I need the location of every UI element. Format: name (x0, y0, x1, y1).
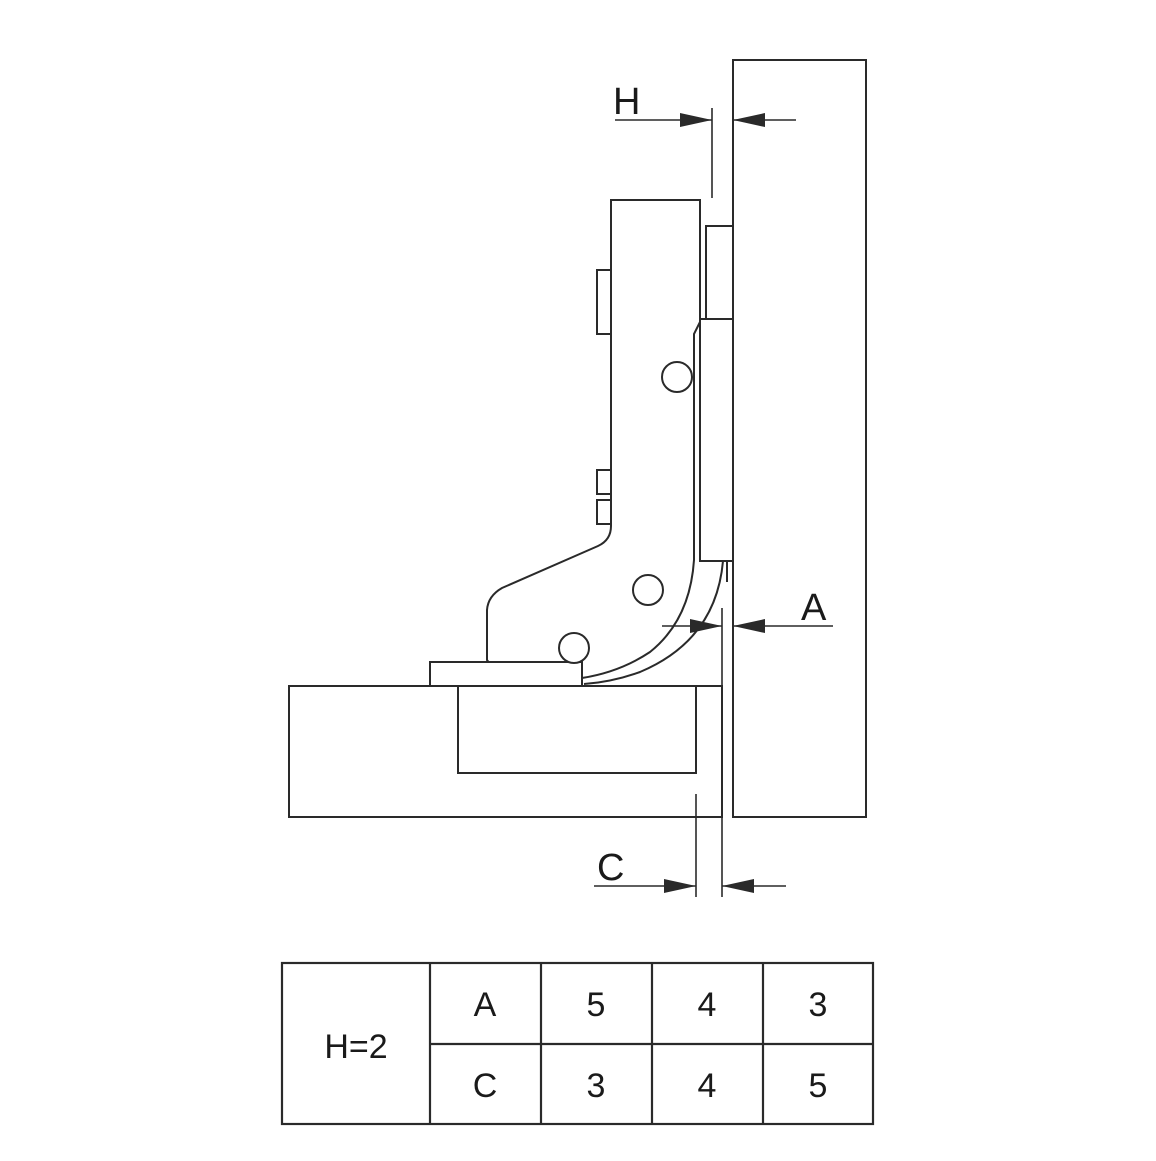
arm-tab-upper (596, 269, 612, 335)
hinge-arm (486, 199, 701, 680)
table-row-a-value-2: 4 (698, 986, 717, 1024)
arm-tab-mid (596, 469, 612, 495)
hinge-cup-recess (457, 686, 697, 774)
c-arrow-left (664, 879, 696, 893)
h-arrow-left (680, 113, 712, 127)
table-row-c-key: C (473, 1067, 498, 1105)
door-panel (288, 685, 723, 818)
table-row-c-value-1: 3 (587, 1067, 606, 1105)
table-row-c-value-2: 4 (698, 1067, 717, 1105)
arm-tab-low (596, 499, 612, 525)
a-arrow-right (733, 619, 765, 633)
mounting-plate-lower (699, 318, 734, 562)
pivot-rivet-upper (661, 361, 693, 393)
mounting-plate-upper (705, 225, 734, 320)
a-arrow-left (690, 619, 722, 633)
c-dimension-label: C (597, 847, 624, 889)
table-condition-cell: H=2 (324, 1028, 387, 1066)
c-arrow-right (722, 879, 754, 893)
table-row-a-value-1: 5 (587, 986, 606, 1024)
h-arrow-right (733, 113, 765, 127)
hinge-knuckle-curve (583, 560, 724, 685)
h-dimension-label: H (613, 81, 640, 123)
hinge-base-plate (429, 661, 583, 687)
table-row-a-value-3: 3 (809, 986, 828, 1024)
plate-end (700, 560, 728, 582)
dimension-table: H=2 A 5 4 3 C 3 4 5 (280, 961, 875, 1126)
pivot-rivet-lower (632, 574, 664, 606)
table-row-c-value-3: 5 (809, 1067, 828, 1105)
a-dimension-label: A (801, 587, 827, 629)
table-row-a-key: A (474, 986, 497, 1024)
pivot-rivet-base (558, 632, 590, 664)
cabinet-side-panel (732, 59, 867, 818)
